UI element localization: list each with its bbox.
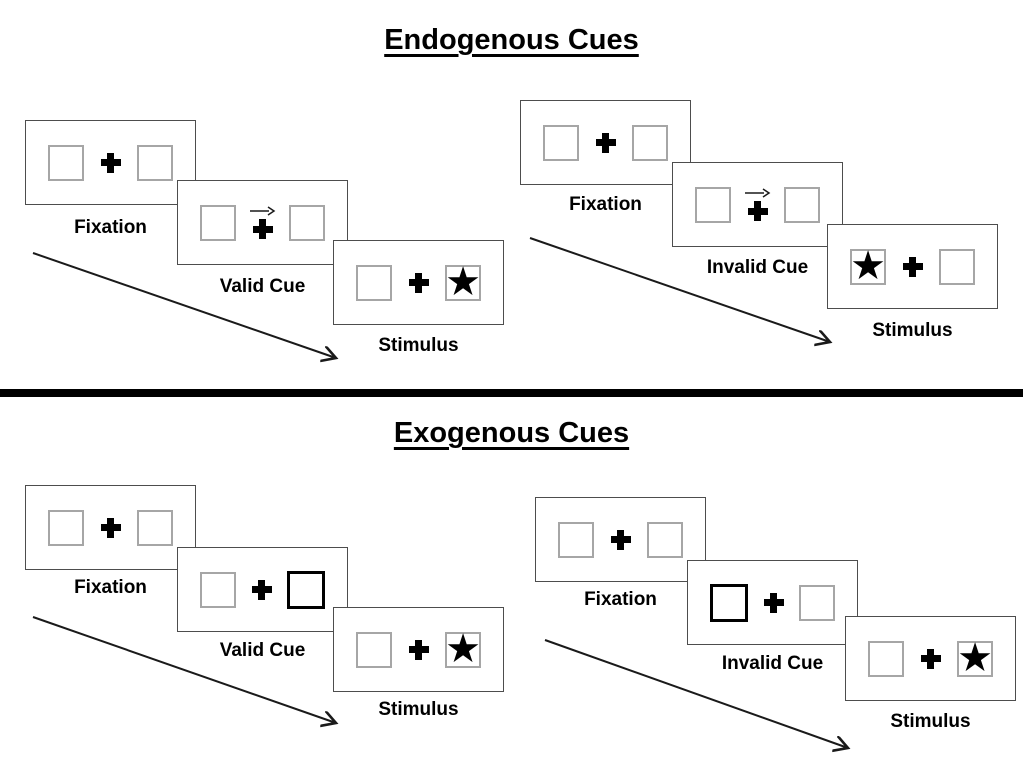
fixation-cross-icon [251, 579, 272, 600]
left-box-with-target: ★ [850, 243, 886, 288]
fixation-cross-icon [763, 592, 784, 613]
left-box [558, 521, 594, 558]
fixation-cross-icon [100, 152, 121, 173]
right-box-highlighted-cue [287, 570, 325, 609]
left-box [695, 186, 731, 223]
left-box [868, 640, 904, 677]
exo-invalid-cue-panel [687, 560, 858, 645]
stimulus-label: Stimulus [378, 335, 459, 356]
star-target-icon: ★ [445, 259, 481, 304]
right-arrow-icon [744, 188, 770, 198]
stimulus-label: Stimulus [378, 699, 459, 720]
left-box [543, 124, 579, 161]
stimulus-label: Stimulus [872, 320, 953, 341]
sequence-arrow [529, 237, 839, 351]
left-box [356, 631, 392, 668]
sequence-arrow [32, 616, 346, 732]
cue-label: Invalid Cue [721, 653, 824, 674]
fixation-label: Fixation [569, 194, 642, 215]
left-box [48, 144, 84, 181]
sequence-arrow [544, 639, 856, 757]
endogenous-section-title: Endogenous Cues [384, 24, 639, 56]
exo-valid-stimulus-panel: ★ [333, 607, 504, 692]
endo-invalid-cue-panel [672, 162, 843, 247]
fixation-label: Fixation [74, 577, 147, 598]
cue-label: Invalid Cue [706, 257, 809, 278]
star-target-icon: ★ [850, 243, 886, 288]
left-box-highlighted-cue [710, 583, 748, 622]
right-box-with-target: ★ [445, 259, 481, 304]
cue-cluster [249, 206, 276, 239]
right-box [784, 186, 820, 223]
cue-label: Valid Cue [219, 640, 306, 661]
fixation-label: Fixation [584, 589, 657, 610]
fixation-cross-icon [252, 219, 273, 239]
section-divider [0, 389, 1023, 397]
left-box [200, 571, 236, 608]
right-box [799, 584, 835, 621]
exo-invalid-stimulus-panel: ★ [845, 616, 1016, 701]
fixation-cross-icon [100, 517, 121, 538]
exo-valid-cue-panel [177, 547, 348, 632]
right-box [647, 521, 683, 558]
endo-invalid-stimulus-panel: ★ [827, 224, 998, 309]
fixation-cross-icon [902, 256, 923, 277]
right-box-with-target: ★ [445, 626, 481, 671]
exo-invalid-fixation-panel [535, 497, 706, 582]
right-box [632, 124, 668, 161]
endo-valid-cue-panel [177, 180, 348, 265]
stimulus-label: Stimulus [890, 711, 971, 732]
fixation-cross-icon [610, 529, 631, 550]
right-box [289, 204, 325, 241]
endo-valid-stimulus-panel: ★ [333, 240, 504, 325]
fixation-label: Fixation [74, 217, 147, 238]
right-box [137, 144, 173, 181]
right-box [137, 509, 173, 546]
right-box [939, 248, 975, 285]
cue-cluster [744, 188, 771, 221]
exogenous-section-title: Exogenous Cues [393, 417, 630, 449]
left-box [356, 264, 392, 301]
endo-valid-fixation-panel [25, 120, 196, 205]
left-box [200, 204, 236, 241]
right-box-with-target: ★ [957, 635, 993, 680]
left-box [48, 509, 84, 546]
cue-label: Valid Cue [219, 276, 306, 297]
fixation-cross-icon [747, 201, 768, 221]
right-arrow-icon [249, 206, 275, 216]
fixation-cross-icon [408, 272, 429, 293]
star-target-icon: ★ [957, 635, 993, 680]
exo-valid-fixation-panel [25, 485, 196, 570]
fixation-cross-icon [920, 648, 941, 669]
star-target-icon: ★ [445, 626, 481, 671]
sequence-arrow [32, 252, 346, 368]
endo-invalid-fixation-panel [520, 100, 691, 185]
fixation-cross-icon [595, 132, 616, 153]
fixation-cross-icon [408, 639, 429, 660]
